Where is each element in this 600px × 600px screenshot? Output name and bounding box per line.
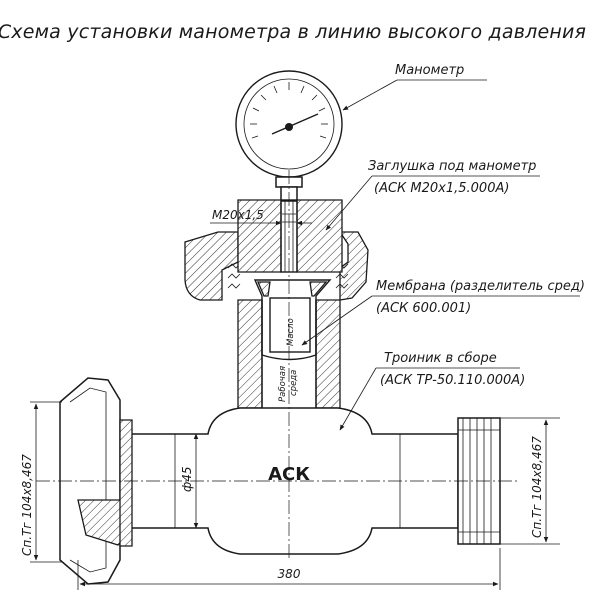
callout-manometer: Манометр <box>395 63 464 78</box>
working-medium-label-2: среда <box>289 370 299 396</box>
manometer-plug <box>237 199 343 273</box>
tee-riser <box>237 299 341 409</box>
label-thread-right: Сп.Тг 104х8,467 <box>530 436 544 538</box>
callout-tee-2: (АСК ТР-50.110.000А) <box>380 373 525 388</box>
callout-tee-1: Троиник в сборе <box>384 351 497 366</box>
callout-plug-1: Заглушка под манометр <box>368 159 536 174</box>
diagram-title: Схема установки манометра в линию высоко… <box>0 21 586 43</box>
label-thread-left: Сп.Тг 104х8,467 <box>20 454 34 556</box>
working-medium-label-1: Рабочая <box>278 366 288 402</box>
dim-thread-left <box>30 401 62 563</box>
dim-thread-right <box>500 417 560 545</box>
callout-membrane-1: Мембрана (разделитель сред) <box>376 279 585 294</box>
union-nut <box>184 231 369 301</box>
callout-plug-2: (АСК М20х1,5.000А) <box>374 181 509 196</box>
membrane <box>253 279 332 361</box>
label-thread-m20: М20х1,5 <box>212 208 264 222</box>
label-diameter: ф45 <box>180 466 194 492</box>
label-length: 380 <box>278 567 301 581</box>
oil-label: Масло <box>286 318 296 346</box>
callout-leaders <box>301 79 580 431</box>
dim-length <box>77 548 501 590</box>
callout-membrane-2: (АСК 600.001) <box>376 301 471 316</box>
